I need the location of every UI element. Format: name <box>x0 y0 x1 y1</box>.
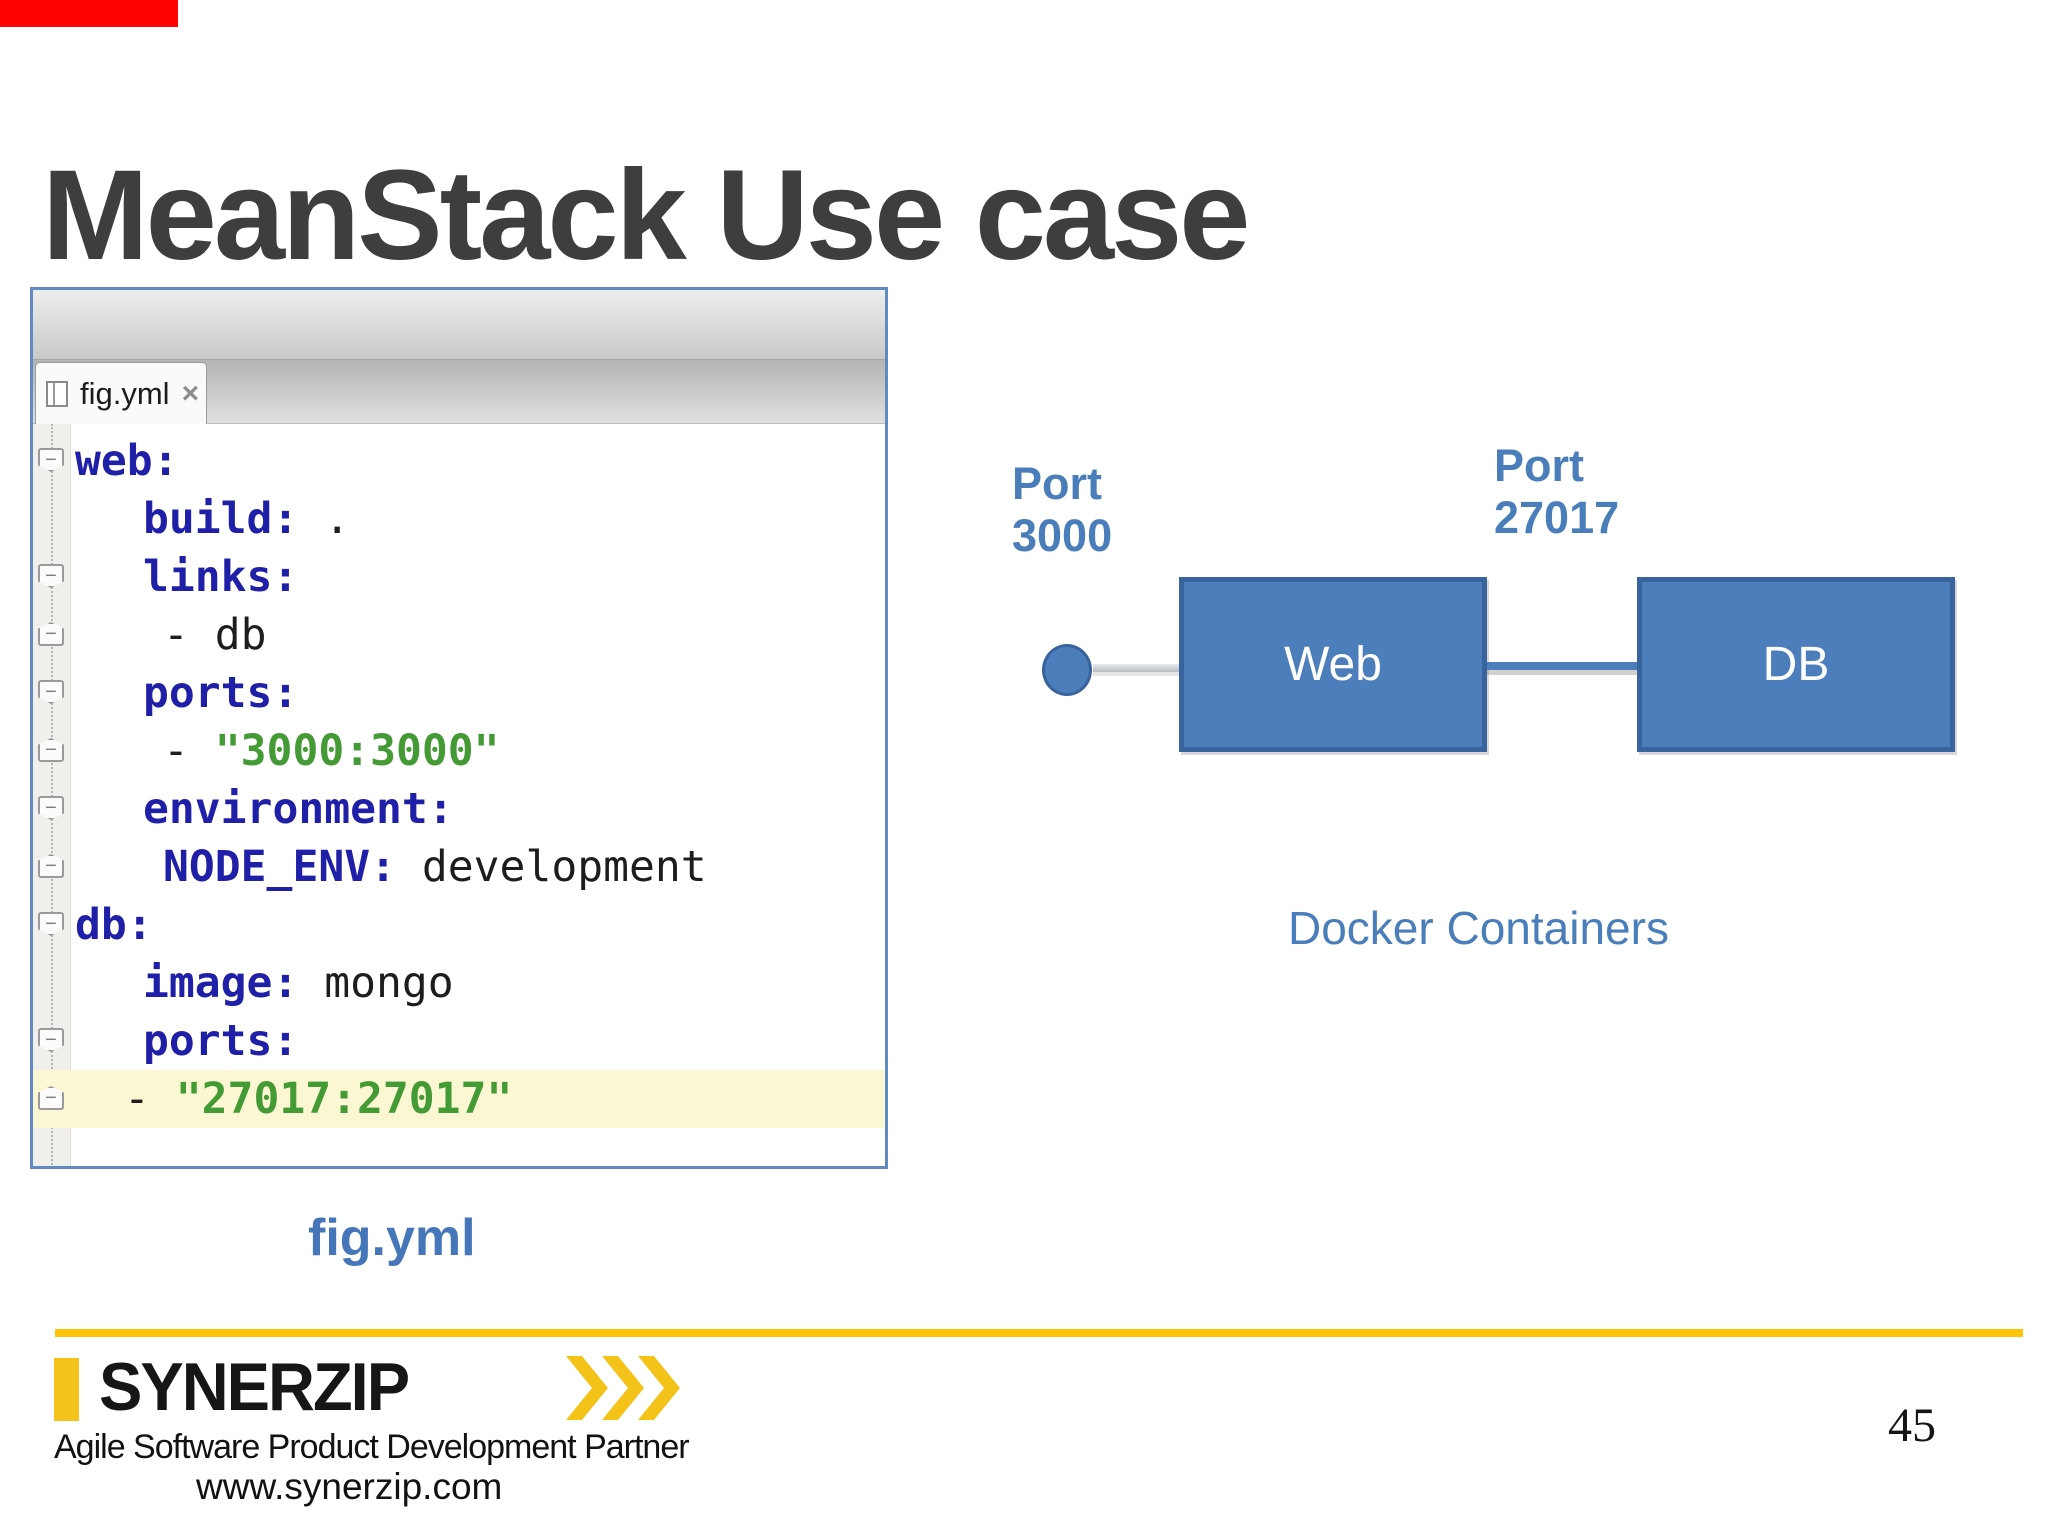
code-line: - db <box>71 606 885 664</box>
port-label-number: 3000 <box>1012 509 1113 561</box>
port-label-word: Port <box>1494 440 1584 491</box>
fold-expanded-icon[interactable]: − <box>38 796 64 820</box>
page-title: MeanStack Use case <box>42 143 1250 287</box>
fold-end-icon[interactable]: − <box>38 854 64 878</box>
tab-label: fig.yml <box>80 375 170 411</box>
editor-tab-bar: fig.yml × <box>33 360 885 424</box>
code-line: NODE_ENV: development <box>71 838 885 896</box>
code-token-plain: - <box>124 1074 176 1124</box>
logo-yellow-bar <box>54 1358 79 1421</box>
code-line: web: <box>71 432 885 490</box>
fold-end-icon[interactable]: − <box>38 622 64 646</box>
code-token-key: ports: <box>143 1016 299 1066</box>
fold-end-icon[interactable]: − <box>38 738 64 762</box>
code-token-plain: - <box>163 726 215 776</box>
code-editor-panel: fig.yml × −−−−−−−−−− web:build: .links:-… <box>30 287 888 1169</box>
logo-chevrons-icon <box>566 1356 680 1420</box>
tab-close-icon[interactable]: × <box>181 376 200 410</box>
code-token-plain: mongo <box>298 958 454 1008</box>
code-line: ports: <box>71 1012 885 1070</box>
code-token-string: "27017:27017" <box>175 1074 513 1124</box>
code-line: - "3000:3000" <box>71 722 885 780</box>
fold-expanded-icon[interactable]: − <box>38 912 64 936</box>
code-line: image: mongo <box>71 954 885 1012</box>
code-token-key: image: <box>143 958 299 1008</box>
fold-expanded-icon[interactable]: − <box>38 448 64 472</box>
fold-expanded-icon[interactable]: − <box>38 564 64 588</box>
db-container-box: DB <box>1637 577 1955 752</box>
code-token-plain: . <box>298 494 351 544</box>
code-token-plain: - db <box>163 610 267 660</box>
editor-gutter: −−−−−−−−−− <box>33 424 71 1166</box>
code-token-key: links: <box>143 552 299 602</box>
code-token-plain: development <box>396 842 707 892</box>
code-token-key: web: <box>75 436 179 486</box>
file-table-icon <box>46 380 68 407</box>
web-container-box: Web <box>1179 577 1487 752</box>
code-token-key: environment: <box>143 784 454 834</box>
port-3000-label: Port 3000 <box>1012 458 1112 562</box>
db-box-label: DB <box>1762 638 1830 691</box>
page-number: 45 <box>1888 1399 1936 1452</box>
code-line: db: <box>71 896 885 954</box>
tab-fig-yml[interactable]: fig.yml × <box>35 362 207 424</box>
editor-toolbar <box>33 290 885 360</box>
fold-expanded-icon[interactable]: − <box>38 680 64 704</box>
connector-web-to-db <box>1487 662 1639 670</box>
web-box-label: Web <box>1284 638 1382 691</box>
logo-url[interactable]: www.synerzip.com <box>196 1466 503 1507</box>
code-line: build: . <box>71 490 885 548</box>
record-indicator-bar <box>0 0 178 27</box>
gutter-guide-line <box>51 424 53 1166</box>
code-token-key: db: <box>75 900 153 950</box>
port-label-number: 27017 <box>1494 491 1620 543</box>
code-line: environment: <box>71 780 885 838</box>
code-token-key: NODE_ENV: <box>163 842 396 892</box>
host-port-node <box>1042 644 1092 696</box>
footer-divider-line <box>55 1329 2023 1337</box>
code-token-string: "3000:3000" <box>214 726 500 776</box>
code-line: ports: <box>71 664 885 722</box>
port-27017-label: Port 27017 <box>1494 440 1619 544</box>
fold-expanded-icon[interactable]: − <box>38 1028 64 1052</box>
editor-caption: fig.yml <box>308 1209 476 1267</box>
logo-wordmark: SYNERZIP <box>99 1348 410 1425</box>
connector-port-to-web <box>1093 664 1181 672</box>
code-line: links: <box>71 548 885 606</box>
code-token-key: ports: <box>143 668 299 718</box>
diagram-caption: Docker Containers <box>1288 902 1669 954</box>
code-token-key: build: <box>143 494 299 544</box>
code-line: - "27017:27017" <box>33 1070 885 1128</box>
logo-tagline: Agile Software Product Development Partn… <box>54 1428 690 1466</box>
port-label-word: Port <box>1012 458 1102 509</box>
